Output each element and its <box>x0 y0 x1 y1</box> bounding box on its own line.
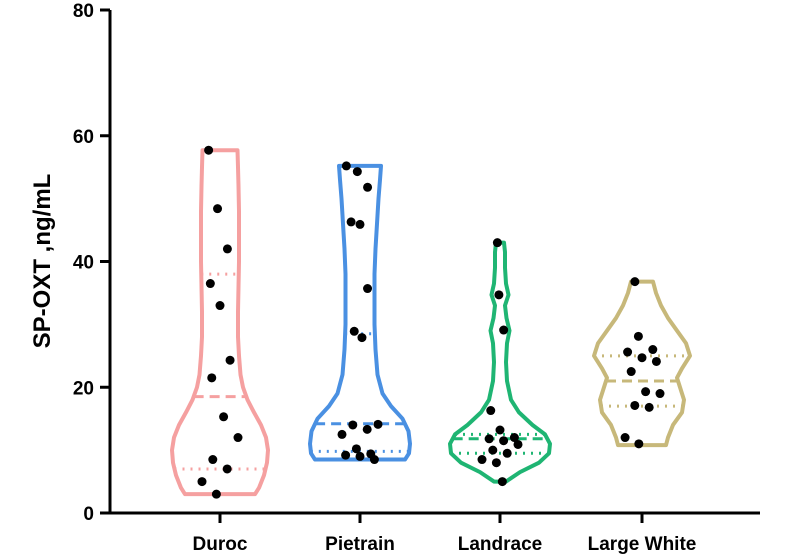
data-point <box>488 445 498 455</box>
data-point <box>213 204 223 214</box>
data-point <box>626 367 636 377</box>
violin-outline <box>170 148 270 497</box>
data-point <box>211 489 221 499</box>
data-point <box>630 277 640 287</box>
x-tick-label: Pietrain <box>325 534 395 555</box>
y-axis-title: SP-OXT ,ng/mL <box>29 174 56 349</box>
data-point <box>648 345 658 355</box>
data-point <box>205 279 215 289</box>
y-tick-label: 20 <box>73 378 94 399</box>
violin-group <box>448 238 552 487</box>
data-point <box>641 387 651 397</box>
data-point <box>341 161 351 171</box>
data-point <box>499 325 509 335</box>
data-point <box>362 424 372 434</box>
data-point <box>363 182 373 192</box>
data-point <box>484 434 494 444</box>
data-point <box>633 331 643 341</box>
data-point <box>233 433 243 443</box>
data-point <box>630 400 640 410</box>
data-point <box>373 419 383 429</box>
data-point <box>208 455 218 465</box>
y-tick-label: 40 <box>73 253 94 274</box>
data-point <box>197 477 207 487</box>
data-point <box>499 436 509 446</box>
data-point <box>492 238 502 248</box>
data-point <box>351 444 361 454</box>
data-point <box>502 448 512 458</box>
data-point <box>494 290 504 300</box>
x-tick-label: Landrace <box>458 534 542 555</box>
violins <box>170 145 692 499</box>
y-axis: 0 20 40 60 80 <box>73 1 112 525</box>
data-point <box>513 439 523 449</box>
x-tick-label: Large White <box>588 534 697 555</box>
data-point <box>207 373 217 383</box>
data-point <box>495 425 505 435</box>
data-point <box>651 356 661 366</box>
data-point <box>204 145 214 155</box>
data-point <box>634 439 644 449</box>
data-point <box>346 217 356 227</box>
data-point <box>477 455 487 465</box>
data-point <box>623 347 633 357</box>
y-tick-label: 0 <box>83 504 94 525</box>
x-tick-label: Duroc <box>193 534 248 555</box>
data-point <box>337 429 347 439</box>
data-point <box>222 464 232 474</box>
violin-group <box>170 145 270 499</box>
data-point <box>352 167 362 177</box>
data-point <box>341 450 351 460</box>
violin-group <box>308 161 412 465</box>
data-point <box>655 389 665 399</box>
data-point <box>497 477 507 487</box>
data-point <box>355 451 365 461</box>
data-point <box>357 333 367 343</box>
violin-outline <box>308 163 412 462</box>
y-tick-label: 60 <box>73 127 94 148</box>
data-point <box>222 244 232 254</box>
data-point <box>491 458 501 468</box>
data-point <box>355 219 365 229</box>
data-point <box>637 353 647 363</box>
violin-group <box>592 277 692 449</box>
data-point <box>509 433 519 443</box>
data-point <box>369 455 379 465</box>
data-point <box>225 355 235 365</box>
data-point <box>215 301 225 311</box>
y-tick-label: 80 <box>73 1 94 22</box>
data-point <box>486 406 496 416</box>
data-point <box>348 420 358 430</box>
violin-outline <box>448 240 552 484</box>
data-point <box>644 402 654 412</box>
violin-outline <box>592 279 692 448</box>
data-point <box>349 326 359 336</box>
data-point <box>363 284 373 294</box>
data-point <box>620 433 630 443</box>
x-axis: Duroc Pietrain Landrace Large White <box>108 511 760 555</box>
data-point <box>219 412 229 422</box>
